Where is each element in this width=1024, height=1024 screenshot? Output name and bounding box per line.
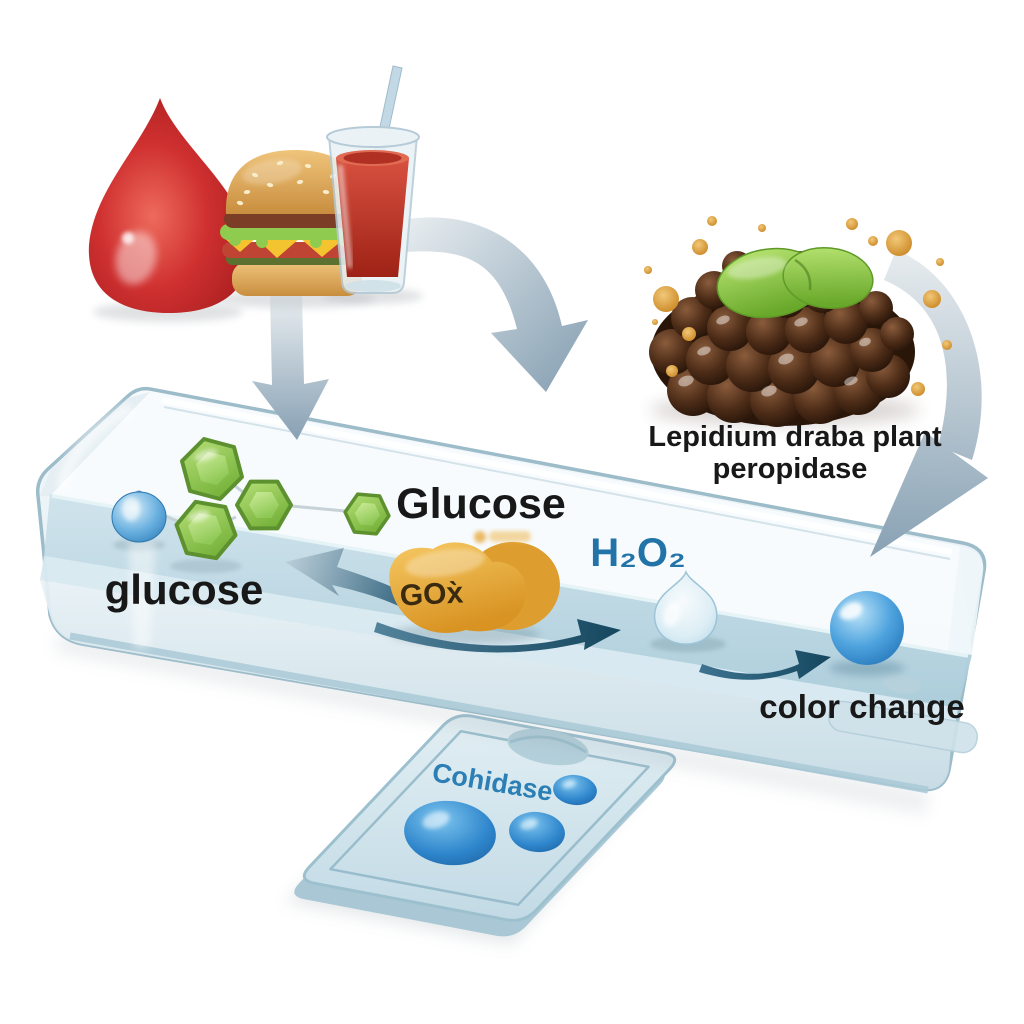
slide-dome-small-icon	[553, 774, 597, 806]
tray-contents: GOx̀ glucose Glucose H₂O₂ color change	[105, 437, 965, 725]
hamburger-icon	[220, 150, 370, 296]
curved-arrow-right-icon	[870, 250, 988, 557]
enzyme-source-caption: Lepidium draba plant peropidase	[648, 421, 942, 485]
curved-arrow-top-icon	[406, 217, 588, 392]
teal-arrow-h2o2-product-icon	[699, 650, 831, 680]
teal-arrow-gox-h2o2-icon	[374, 619, 621, 653]
droplet-icon	[650, 570, 726, 652]
color-change-label: color change	[759, 688, 964, 725]
test-slide: Cohidase	[285, 714, 677, 945]
sphere-reflection-streak	[128, 540, 156, 648]
h2o2-label: H₂O₂	[590, 531, 686, 575]
gox-label: GOx̀	[399, 576, 464, 612]
tray-liquid-front-edge	[40, 556, 958, 732]
berry-cluster-icon	[644, 216, 952, 427]
blue-sphere-icon	[111, 490, 167, 543]
green-hexagon-icon-3	[174, 499, 238, 561]
tray-bottom-edge-band	[69, 632, 929, 794]
leaf-icon	[716, 247, 874, 319]
slide-dome-medium-icon	[509, 811, 565, 853]
watermark-artifact	[474, 531, 531, 543]
tray-recess-oval	[883, 674, 921, 694]
tray-left-inner-highlight	[56, 402, 133, 492]
product-sphere-icon	[829, 591, 905, 676]
glucose-heading-label: Glucose	[396, 480, 566, 528]
enzyme-source-label-line2: peropidase	[713, 453, 868, 485]
golden-dots	[644, 216, 952, 396]
tray-front-ledge	[828, 700, 978, 754]
tray-back-wall	[50, 392, 972, 655]
slide-dome-large-icon	[404, 800, 496, 866]
green-hexagon-icon-4	[343, 492, 391, 536]
down-arrow-icon	[252, 296, 329, 440]
enzyme-source-label-line1: Lepidium draba plant	[648, 421, 942, 453]
blood-drop-icon	[88, 98, 250, 313]
sample-sources	[88, 65, 423, 322]
green-hexagon-icon-2	[235, 479, 293, 531]
hexagon-contact-shadow	[170, 559, 242, 573]
tray-front-wall	[40, 580, 952, 790]
teal-arrow-left-icon	[285, 548, 428, 617]
juice-glass-icon	[326, 65, 420, 294]
tray-right-inner-wall	[948, 546, 984, 655]
green-hexagon-icon-1	[180, 437, 244, 501]
gox-enzyme-blob-icon: GOx̀	[389, 541, 560, 645]
glucose-strip-label: glucose	[105, 566, 264, 613]
